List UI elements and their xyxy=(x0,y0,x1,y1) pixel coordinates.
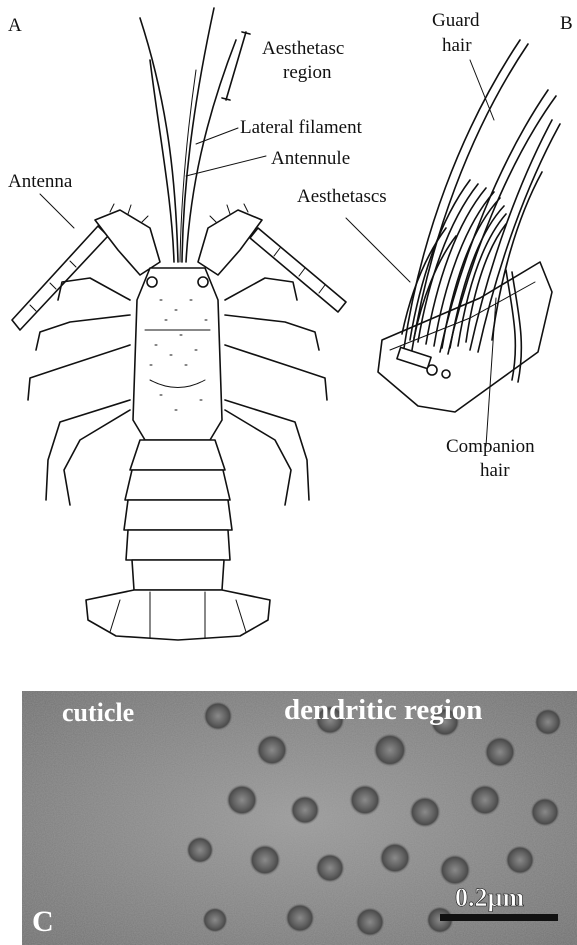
label-cuticle: cuticle xyxy=(62,698,134,727)
carapace xyxy=(133,268,222,440)
label-guard-hair-line2: hair xyxy=(442,35,472,56)
panel-b: B xyxy=(297,10,573,481)
label-guard-hair-line1: Guard xyxy=(432,10,480,31)
label-aesthetascs: Aesthetascs xyxy=(297,186,387,207)
tail-fan xyxy=(86,590,270,640)
label-aesthetasc-region-line1: Aesthetasc xyxy=(262,38,344,59)
panel-b-letter: B xyxy=(560,13,573,34)
panel-a-letter: A xyxy=(8,15,22,36)
label-companion-hair-line2: hair xyxy=(480,460,510,481)
label-antenna: Antenna xyxy=(8,171,73,192)
label-dendritic-region: dendritic region xyxy=(284,694,482,726)
panel-c: cuticle dendritic region C 0.2µm xyxy=(22,691,577,945)
label-antennule: Antennule xyxy=(271,148,350,169)
scale-bar-label: 0.2µm xyxy=(455,883,524,912)
label-aesthetasc-region-line2: region xyxy=(283,62,332,83)
label-lateral-filament: Lateral filament xyxy=(240,117,363,138)
panel-c-letter: C xyxy=(32,905,54,938)
label-companion-hair-line1: Companion xyxy=(446,436,535,457)
abdomen xyxy=(124,440,232,590)
panel-a: A xyxy=(8,8,363,640)
antennal-bases xyxy=(95,204,262,275)
scale-bar xyxy=(440,914,558,921)
